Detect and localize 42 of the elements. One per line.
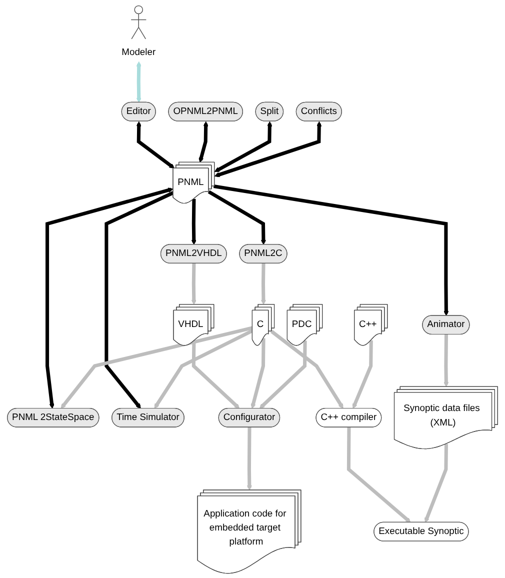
arrow [136,121,175,169]
document-stack: Synoptic data files (XML) [394,386,498,450]
arrow [60,326,253,409]
arrow [260,263,266,305]
document-stack: PDC [286,304,323,346]
process-ellipse: Time Simulator [112,408,184,428]
process-ellipse: OPNML2PNML [168,102,243,122]
process-ellipse: PNML2VHDL [160,244,227,264]
arrow [270,330,344,409]
arrow [208,190,266,245]
process-ellipse: Split [255,102,284,122]
arrow [46,188,174,409]
document-stack: C++ [354,304,388,346]
process-ellipse: PNML 2StateSpace [7,408,100,428]
process-ellipse: C++ compiler [316,408,382,428]
process-ellipse: Animator [422,315,470,335]
process-ellipse: Editor [121,102,156,122]
document-stack: VHDL [173,304,214,346]
arrow [154,329,254,409]
arrow [192,340,240,409]
arrow [191,198,196,245]
process-ellipse: Executable Synoptic [374,522,469,542]
arrow [250,338,266,409]
arrow [444,334,449,388]
arrow [352,340,373,409]
process-ellipse: Conflicts [296,102,342,122]
arrow [198,121,208,163]
document-stack: C [252,304,275,346]
arrow [346,427,411,523]
arrow [214,121,322,178]
arrow [214,121,272,172]
arrow [246,427,252,490]
arrow [136,61,142,103]
process-ellipse: Configurator [218,408,280,428]
arrow [259,340,307,409]
document-stack: PNML [172,162,215,204]
document-stack: Application code for embedded target platform [197,490,302,574]
arrow [424,444,448,523]
process-ellipse: PNML2C [239,244,288,264]
arrow [104,191,174,409]
arrow [191,263,196,305]
arrow [213,184,449,316]
